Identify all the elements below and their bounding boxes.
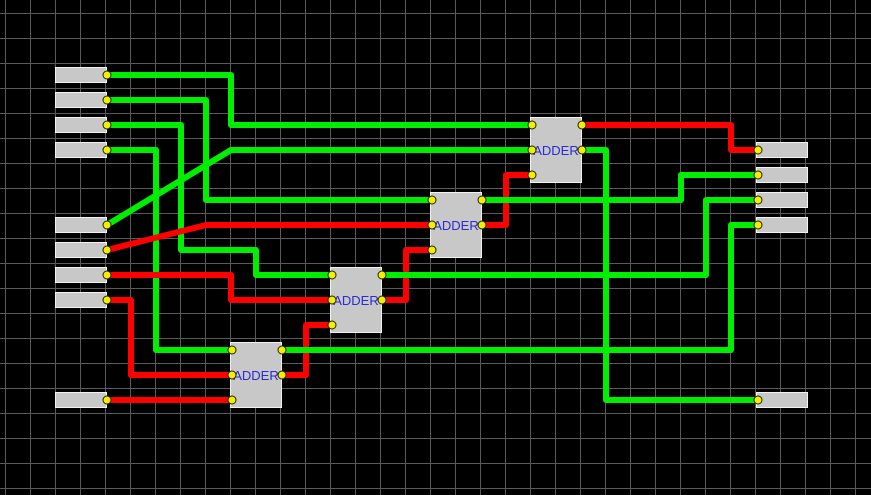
connector-pin[interactable]: [427, 195, 437, 205]
connector-pin[interactable]: [527, 145, 537, 155]
connector-pin[interactable]: [377, 295, 387, 305]
connector-pin[interactable]: [753, 220, 763, 230]
wire-in8-adder4[interactable]: [104, 297, 235, 378]
input-terminal-4[interactable]: [55, 142, 107, 158]
adder-component-4[interactable]: ADDER: [230, 342, 282, 408]
connector-pin[interactable]: [327, 270, 337, 280]
wire-adder4-out4[interactable]: [280, 222, 761, 353]
connector-pin[interactable]: [527, 120, 537, 130]
connector-pin[interactable]: [327, 295, 337, 305]
wire-in7-adder3[interactable]: [104, 272, 335, 303]
input-terminal-9[interactable]: [55, 392, 107, 408]
wire-adder3-out3[interactable]: [380, 197, 761, 278]
wire-in5-adder1[interactable]: [104, 147, 535, 228]
connector-pin[interactable]: [102, 270, 112, 280]
connector-pin[interactable]: [753, 195, 763, 205]
connector-pin[interactable]: [227, 395, 237, 405]
connector-pin[interactable]: [753, 170, 763, 180]
connector-pin[interactable]: [377, 270, 387, 280]
connector-pin[interactable]: [102, 145, 112, 155]
wire-adder1-out5[interactable]: [580, 147, 761, 403]
wire-in1-adder1[interactable]: [104, 72, 535, 128]
adder-component-2[interactable]: ADDER: [430, 192, 482, 258]
connector-pin[interactable]: [527, 170, 537, 180]
connector-pin[interactable]: [102, 245, 112, 255]
connector-pin[interactable]: [477, 195, 487, 205]
connector-pin[interactable]: [102, 70, 112, 80]
connector-pin[interactable]: [753, 145, 763, 155]
output-terminal-3[interactable]: [756, 192, 808, 208]
wire-in3-adder3[interactable]: [104, 122, 335, 278]
input-terminal-3[interactable]: [55, 117, 107, 133]
input-terminal-6[interactable]: [55, 242, 107, 258]
wire-in6-adder2[interactable]: [104, 222, 435, 253]
connector-pin[interactable]: [577, 120, 587, 130]
output-terminal-1[interactable]: [756, 142, 808, 158]
connector-pin[interactable]: [753, 395, 763, 405]
input-terminal-1[interactable]: [55, 67, 107, 83]
connector-pin[interactable]: [102, 220, 112, 230]
wire-adder1-out1[interactable]: [580, 122, 761, 153]
wire-adder2-out2[interactable]: [480, 172, 761, 203]
connector-pin[interactable]: [277, 370, 287, 380]
wire-in2-adder2[interactable]: [104, 97, 435, 203]
connector-pin[interactable]: [577, 145, 587, 155]
adder-component-1[interactable]: ADDER: [530, 117, 582, 183]
adder-label: ADDER: [533, 142, 579, 158]
connector-pin[interactable]: [327, 320, 337, 330]
connector-pin[interactable]: [102, 95, 112, 105]
connector-pin[interactable]: [427, 220, 437, 230]
adder-label: ADDER: [333, 292, 379, 308]
connector-pin[interactable]: [102, 395, 112, 405]
connector-pin[interactable]: [277, 345, 287, 355]
adder-label: ADDER: [433, 217, 479, 233]
output-terminal-5[interactable]: [756, 392, 808, 408]
input-terminal-7[interactable]: [55, 267, 107, 283]
wire-in4-adder4[interactable]: [104, 147, 235, 353]
input-terminal-2[interactable]: [55, 92, 107, 108]
input-terminal-5[interactable]: [55, 217, 107, 233]
adder-label: ADDER: [233, 367, 279, 383]
output-terminal-2[interactable]: [756, 167, 808, 183]
connector-pin[interactable]: [227, 370, 237, 380]
connector-pin[interactable]: [102, 120, 112, 130]
input-terminal-8[interactable]: [55, 292, 107, 308]
connector-pin[interactable]: [102, 295, 112, 305]
connector-pin[interactable]: [477, 220, 487, 230]
connector-pin[interactable]: [227, 345, 237, 355]
output-terminal-4[interactable]: [756, 217, 808, 233]
connector-pin[interactable]: [427, 245, 437, 255]
adder-component-3[interactable]: ADDER: [330, 267, 382, 333]
